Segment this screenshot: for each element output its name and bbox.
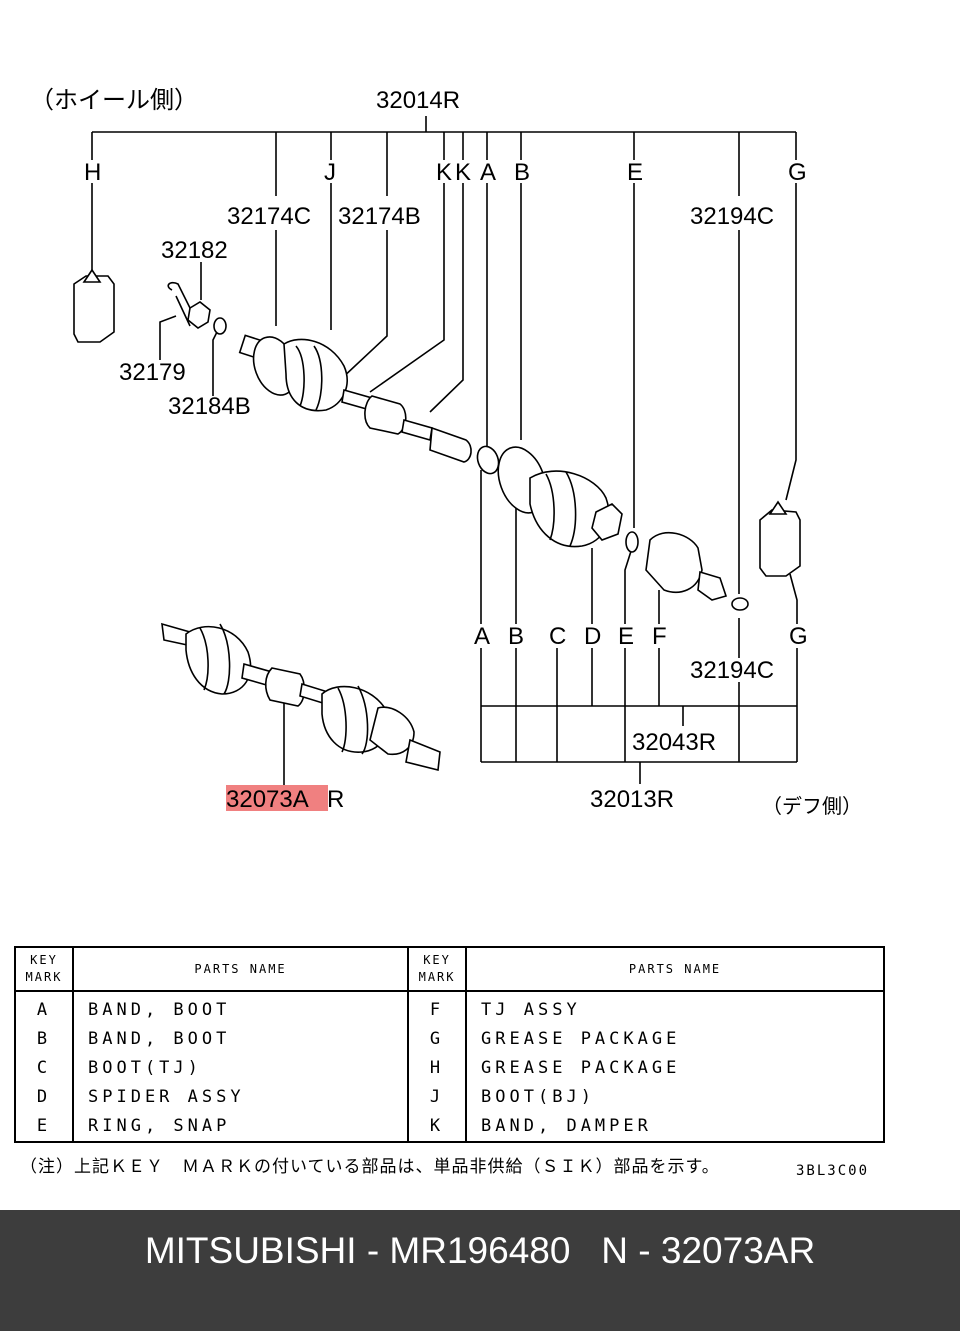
wheel-side-label: （ホイール側） (30, 87, 198, 114)
key-e-top-label: E (627, 159, 643, 186)
key-e-bottom-label: E (618, 623, 634, 650)
right-key-column: F G H J K (407, 991, 468, 1143)
key-j-label: J (324, 159, 336, 186)
left-key-e: E (36, 1116, 52, 1136)
sub-assembly-label[interactable]: 32043R (632, 729, 716, 756)
left-key-b: B (36, 1029, 52, 1049)
key-k1-label: K (436, 159, 452, 186)
part-32194c-bottom-label[interactable]: 32194C (690, 657, 774, 684)
right-key-h: H (429, 1058, 445, 1078)
highlighted-part-label[interactable]: 32073A (226, 786, 309, 813)
part-32174b-label[interactable]: 32174B (338, 203, 421, 230)
left-key-column: A B C D E (14, 991, 74, 1143)
grease-package-h-icon (73, 275, 115, 343)
left-key-a: A (36, 1000, 52, 1020)
band-boot-a-icon (476, 445, 500, 475)
bottom-bracket-lines (283, 470, 798, 786)
parts-name-header: PARTS NAME (71, 946, 410, 992)
damper-icon (364, 395, 407, 435)
nut-icon (187, 301, 211, 329)
key-g-bottom-label: G (789, 623, 808, 650)
top-bracket-lines (91, 116, 797, 594)
right-key-j: J (429, 1087, 445, 1107)
highlight-box (226, 785, 328, 811)
footnote: （注）上記ＫＥＹ ＭＡＲＫの付いている部品は、単品非供給（ＳＩＫ）部品を示す。 (20, 1157, 720, 1177)
key-k2-label: K (455, 159, 471, 186)
left-key-c: C (36, 1058, 52, 1078)
top-assembly-label[interactable]: 32014R (376, 87, 460, 114)
washer-icon (213, 317, 227, 335)
part-32184b-label[interactable]: 32184B (168, 393, 251, 420)
exploded-driveshaft (73, 268, 801, 611)
parts-diagram: （ホイール側） 32014R H J K K A B E G 32174C 32… (30, 87, 862, 818)
right-key-f: F (429, 1000, 445, 1020)
left-key-d: D (36, 1087, 52, 1107)
right-name-h: GREASE PACKAGE (481, 1058, 681, 1078)
assembled-driveshaft (161, 622, 441, 771)
key-a-bottom-label: A (474, 623, 490, 650)
right-name-f: TJ ASSY (481, 1000, 581, 1020)
seal-ring-icon (731, 597, 749, 611)
snap-ring-icon (625, 531, 639, 553)
key-h-label: H (84, 159, 101, 186)
left-name-d: SPIDER ASSY (88, 1087, 245, 1107)
right-name-k: BAND, DAMPER (481, 1116, 652, 1136)
key-g-top-label: G (788, 159, 807, 186)
bottom-assembly-label[interactable]: 32013R (590, 786, 674, 813)
grease-package-g-icon (759, 509, 801, 577)
left-name-e: RING, SNAP (88, 1116, 231, 1136)
left-name-b: BAND, BOOT (88, 1029, 231, 1049)
parts-name-header-right: PARTS NAME (465, 946, 885, 992)
key-a-top-label: A (480, 159, 496, 186)
key-f-bottom-label: F (652, 623, 667, 650)
part-32182-label[interactable]: 32182 (161, 237, 228, 264)
diff-side-label: （デフ側） (762, 795, 862, 818)
key-b-bottom-label: B (508, 623, 524, 650)
tj-assy-icon (645, 531, 703, 594)
left-name-c: BOOT(TJ) (88, 1058, 202, 1078)
highlighted-damper-icon (264, 667, 306, 707)
part-32174c-label[interactable]: 32174C (227, 203, 311, 230)
key-d-bottom-label: D (584, 623, 601, 650)
key-b-top-label: B (514, 159, 530, 186)
key-c-bottom-label: C (549, 623, 566, 650)
right-name-j: BOOT(BJ) (481, 1087, 595, 1107)
left-name-a: BAND, BOOT (88, 1000, 231, 1020)
highlighted-part-suffix: R (327, 786, 344, 813)
part-32194c-top-label[interactable]: 32194C (690, 203, 774, 230)
boot-tj-icon (529, 470, 610, 548)
spider-assy-icon (591, 503, 623, 541)
table-row: A B C D E BAND, BOOT BAND, BOOT BOOT(TJ)… (14, 991, 885, 1143)
footer-bar: MITSUBISHI - MR196480 N - 32073AR (0, 1210, 960, 1331)
part-32179-label[interactable]: 32179 (119, 359, 186, 386)
left-name-column: BAND, BOOT BAND, BOOT BOOT(TJ) SPIDER AS… (71, 991, 410, 1143)
right-key-k: K (429, 1116, 445, 1136)
right-name-column: TJ ASSY GREASE PACKAGE GREASE PACKAGE BO… (465, 991, 885, 1143)
right-name-g: GREASE PACKAGE (481, 1029, 681, 1049)
right-key-g: G (429, 1029, 445, 1049)
figure-code: 3BL3C00 (796, 1163, 870, 1179)
footer-title: MITSUBISHI - MR196480 N - 32073AR (144, 1230, 816, 1271)
